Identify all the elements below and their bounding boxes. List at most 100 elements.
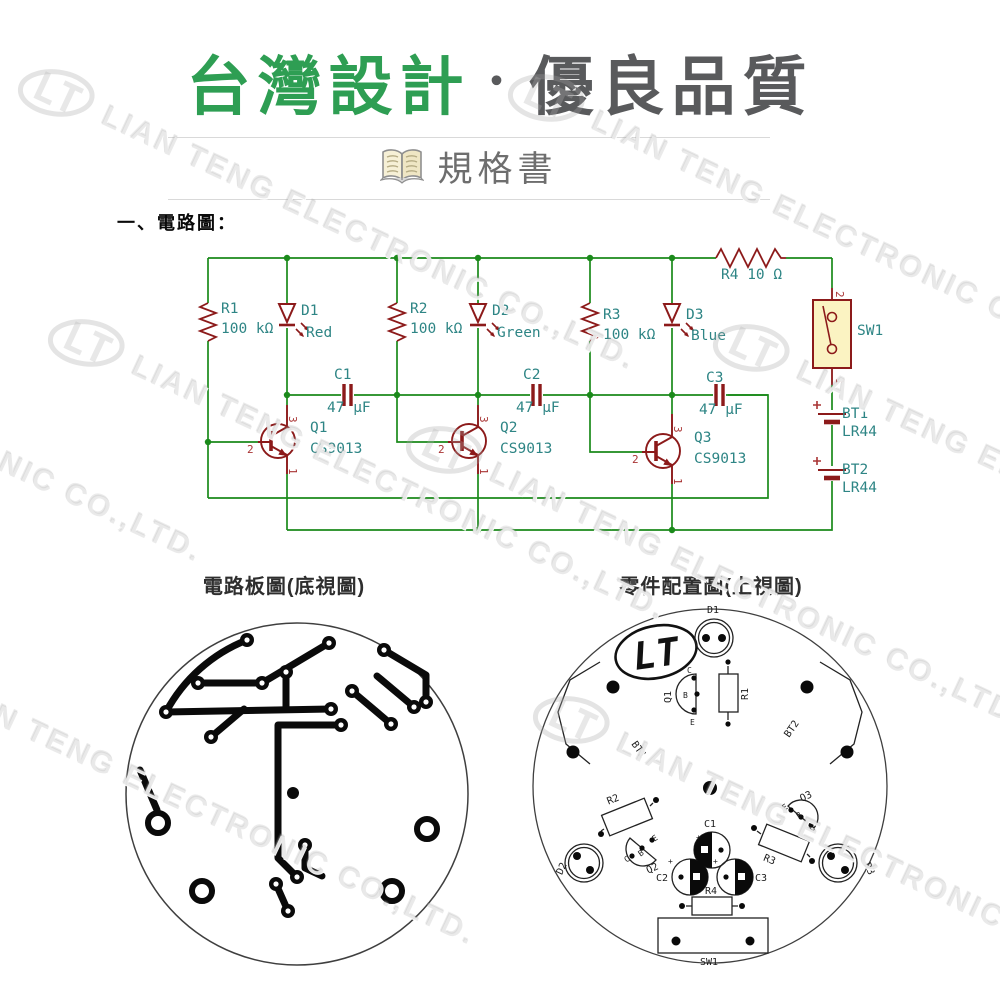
page-title: 台灣設計・優良品質 [0,36,1000,128]
label-c2-value: 47 µF [516,400,560,416]
circuit-schematic: R1 100 kΩ D1 Red R2 100 kΩ D2 Green R3 1… [197,246,883,534]
junction-dots [204,254,676,534]
transistor-symbol-q1 [258,405,296,474]
battery-symbol-bt2 [813,457,846,481]
silk-sw1: SW1 [700,957,718,968]
watermark-logo-text: LT [55,313,118,375]
label-d3-ref: D3 [686,307,703,323]
switch-symbol-sw1 [812,288,852,385]
label-d2-color: Green [497,325,541,341]
schematic-wires [207,257,833,531]
label-bt1-ref: BT1 [842,406,868,422]
pin-q3-3: 3 [671,426,684,433]
silk-q3-c: C [807,823,816,833]
label-r1-value: 100 kΩ [221,321,274,337]
silk-c3: C3 [755,873,767,884]
silk-q1-b: B [683,691,688,700]
label-bt1-value: LR44 [842,424,877,440]
capacitor-symbols [342,384,725,406]
label-d3-color: Blue [691,328,726,344]
label-q2-part: CS9013 [500,441,552,457]
label-r2-value: 100 kΩ [410,321,463,337]
header-divider-bottom [168,199,770,200]
pcb-top-view: LT [532,605,888,968]
silk-c3-plus: + [713,857,718,866]
label-d2-ref: D2 [492,303,509,319]
header-divider-top [168,137,770,138]
component-holes [566,634,854,946]
pin-sw1-1: 1 [833,378,846,385]
label-c1-value: 47 µF [327,400,371,416]
resistor-symbol-r4 [715,246,786,270]
label-r3-ref: R3 [603,307,620,323]
battery-symbol-bt1 [813,401,846,425]
label-r2-ref: R2 [410,301,427,317]
silk-r1: R1 [740,688,751,700]
silk-q2-b: B [636,848,645,858]
label-c2-ref: C2 [523,367,540,383]
label-q1-part: CS9013 [310,441,362,457]
resistor-symbol-r3 [579,302,601,342]
led-symbol-d2 [468,303,500,337]
pin-q2-1: 1 [477,468,490,475]
led-symbol-d3 [662,303,694,337]
silk-q3-b: B [794,810,803,820]
silk-c1: C1 [704,819,716,830]
silk-q2-c: C [622,854,631,864]
silk-r3: R3 [762,853,777,868]
pin-q3-2: 2 [632,453,639,466]
label-d1-color: Red [306,325,332,341]
label-q3-part: CS9013 [694,451,746,467]
pin-sw1-2: 2 [833,291,846,298]
label-c3-ref: C3 [706,370,723,386]
silk-c1-plus: + [696,833,701,842]
pin-q2-3: 3 [477,416,490,423]
pin-q1-1: 1 [286,468,299,475]
silk-q2-e: E [650,833,659,843]
silk-d1: D1 [707,605,719,616]
silk-r4: R4 [705,886,717,897]
silk-d3: D3 [861,861,876,877]
schematic-components [197,246,852,484]
center-hole [287,787,299,799]
page-title-separator: ・ [476,60,524,104]
label-d1-ref: D1 [301,303,318,319]
pin-q3-1: 1 [671,478,684,485]
schematic-labels: R1 100 kΩ D1 Red R2 100 kΩ D2 Green R3 1… [221,267,883,496]
page-title-green: 台灣設計 [186,51,471,123]
silk-q3: Q3 [798,789,814,804]
silk-logo-text: LT [630,629,683,679]
transistor-symbol-q2 [448,405,487,474]
silk-q1: Q1 [663,691,674,703]
label-sw1: SW1 [857,323,883,339]
label-q3-ref: Q3 [694,430,711,446]
transistor-symbol-q3 [642,414,681,484]
silk-c2-plus: + [668,857,673,866]
resistor-symbol-r1 [197,302,219,342]
label-q1-ref: Q1 [310,420,327,436]
bottom-view-title: 電路板圖(底視圖) [202,576,366,598]
label-q2-ref: Q2 [500,420,517,436]
silk-q2: Q2 [645,861,661,876]
pin-q1-3: 3 [286,416,299,423]
silk-d2: D2 [555,861,570,877]
silk-q3-e: E [780,802,789,812]
copper-pads [145,633,440,918]
silk-r2: R2 [605,793,620,808]
label-r1-ref: R1 [221,301,238,317]
mounting-pads [145,810,440,904]
label-r3-value: 100 kΩ [603,327,656,343]
pin-q1-2: 2 [247,443,254,456]
led-symbol-d1 [277,303,309,337]
label-c1-ref: C1 [334,367,351,383]
pin-q2-2: 2 [438,443,445,456]
pcb-bottom-view [125,622,469,966]
label-bt2-ref: BT2 [842,462,868,478]
page-title-gray: 優良品質 [529,51,814,123]
open-book-icon [380,149,425,184]
spec-title: 規格書 [437,149,558,189]
cap-polarity-fills [678,832,753,895]
silk-q1-c: C [687,666,692,675]
silk-q1-e: E [690,718,695,727]
